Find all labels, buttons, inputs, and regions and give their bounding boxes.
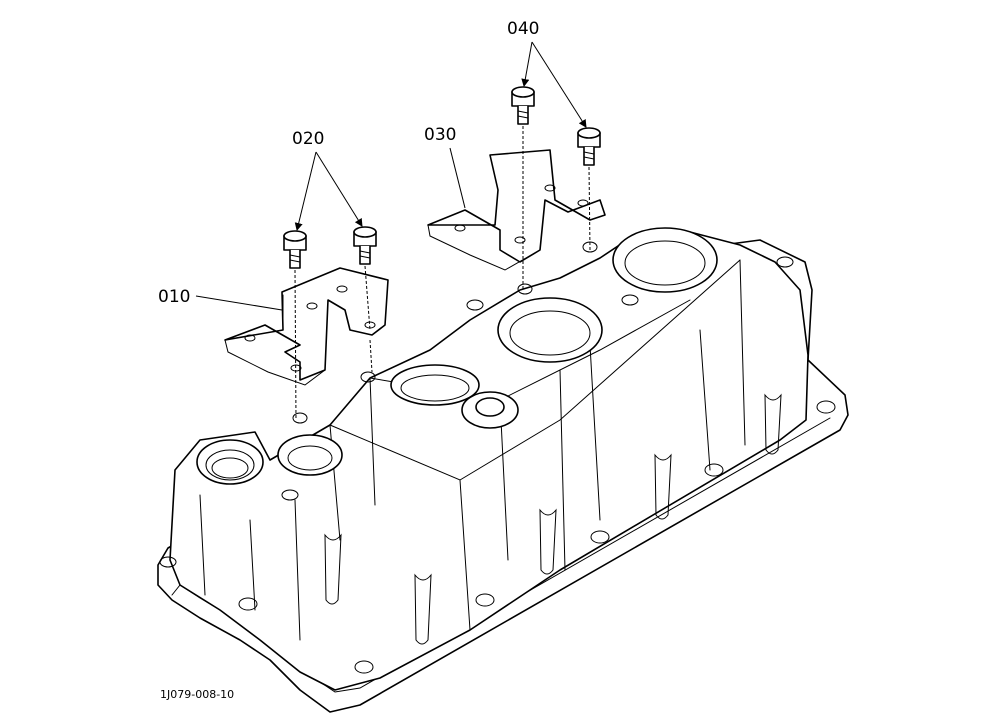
bracket-010 [224,267,389,386]
part-label-010: 010 [158,287,190,307]
rocker-cover [157,227,849,713]
part-label-040: 040 [507,19,539,39]
bolts-020 [283,226,377,421]
bracket-030 [427,149,606,271]
callout-020: 020 [292,129,363,231]
part-label-030: 030 [424,125,456,145]
callout-030: 030 [424,125,466,209]
drawing-code: 1J079-008-10 [160,688,234,701]
callout-040: 040 [507,19,587,128]
bolts-040 [511,86,601,290]
part-label-020: 020 [292,129,324,149]
callout-010: 010 [158,287,283,311]
